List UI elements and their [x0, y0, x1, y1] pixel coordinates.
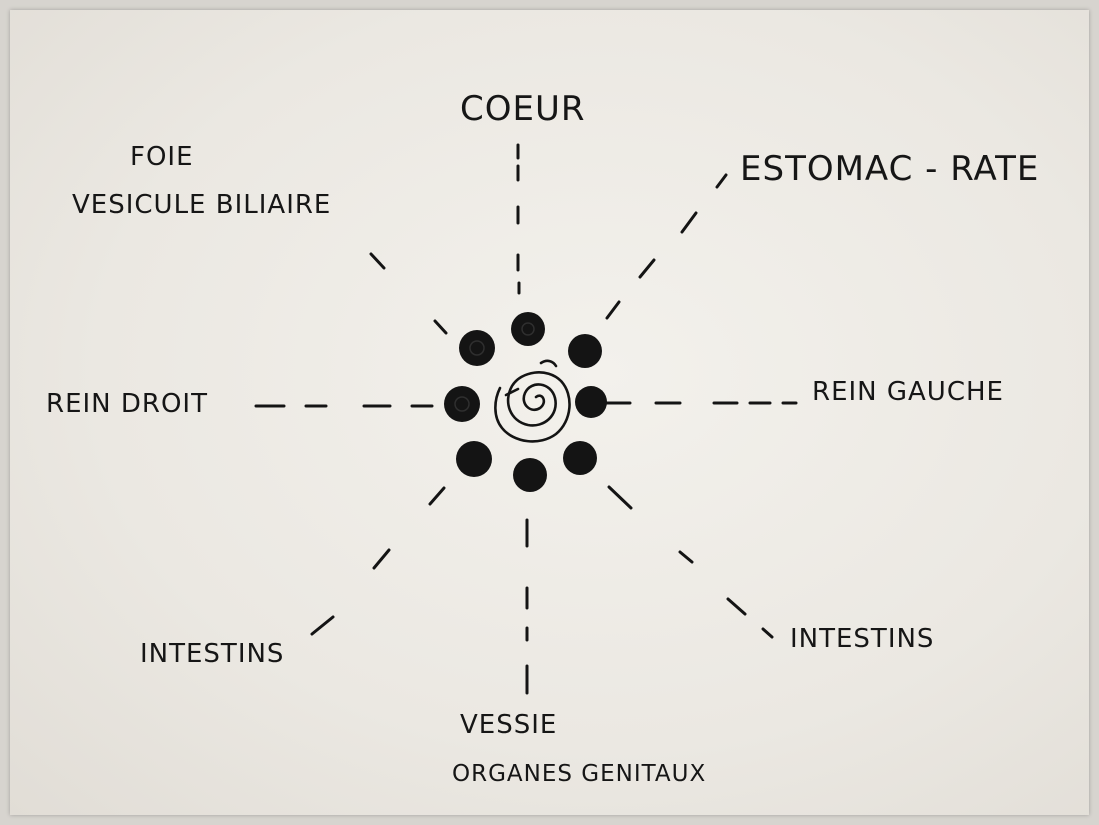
- dot-bottom-left: [456, 441, 492, 477]
- dot-bottom: [513, 458, 547, 492]
- label-right: REIN GAUCHE: [812, 377, 1004, 407]
- label-top: COEUR: [460, 89, 586, 129]
- label-top-left-line1: FOIE: [130, 142, 194, 172]
- dot-bottom-right: [563, 441, 597, 475]
- dot-right: [575, 386, 607, 418]
- label-top-left-line2: VESICULE BILIAIRE: [72, 190, 332, 220]
- label-left: REIN DROIT: [46, 389, 208, 419]
- dot-top-right: [568, 334, 602, 368]
- label-bottom-right: INTESTINS: [790, 624, 935, 654]
- connector-bottom-right: [607, 485, 774, 639]
- label-top-right: ESTOMAC - RATE: [740, 149, 1040, 189]
- connector-top: [516, 143, 521, 295]
- connector-bottom-left: [310, 486, 446, 636]
- label-bottom-line2: ORGANES GENITAUX: [452, 761, 707, 787]
- paper-sheet: [10, 10, 1089, 815]
- connector-top-left: [369, 252, 448, 335]
- connector-top-right: [605, 173, 728, 320]
- reflex-points: [444, 312, 607, 492]
- navel-spiral-icon: [494, 359, 571, 443]
- dot-top-left: [459, 330, 495, 366]
- dot-top: [511, 312, 545, 346]
- dot-left: [444, 386, 480, 422]
- label-bottom-left: INTESTINS: [140, 639, 285, 669]
- label-bottom-line1: VESSIE: [460, 710, 558, 740]
